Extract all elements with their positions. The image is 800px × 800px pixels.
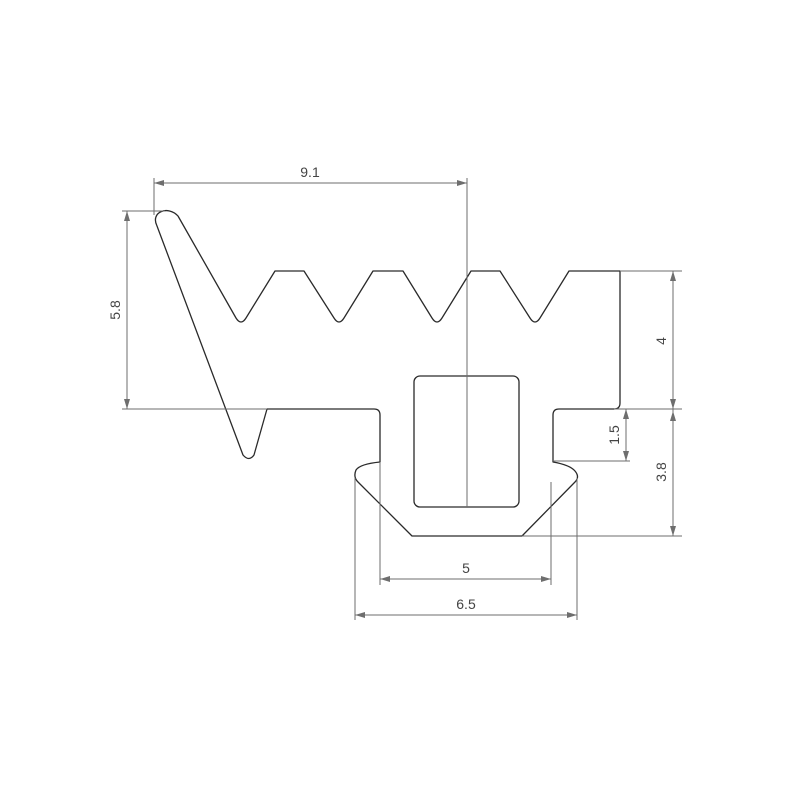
dimension-flange-step: 1.5	[553, 409, 630, 462]
profile-outline	[154, 209, 621, 537]
dimension-label: 6.5	[456, 596, 476, 612]
dimension-serration-height: 4	[614, 270, 682, 410]
dimension-lip-height: 5.8	[107, 210, 267, 410]
dimension-overall-width: 9.1	[154, 164, 467, 186]
dimension-outer-width: 6.5	[354, 478, 578, 620]
dimension-inner-width: 5	[379, 462, 552, 585]
dimension-label: 3.8	[653, 462, 669, 482]
dimension-label: 5.8	[107, 300, 123, 320]
dimension-label: 1.5	[606, 425, 622, 445]
dimension-label: 5	[462, 560, 470, 576]
dimension-label: 9.1	[300, 164, 320, 180]
dimension-label: 4	[653, 337, 669, 345]
dimension-base-height: 3.8	[522, 409, 682, 537]
